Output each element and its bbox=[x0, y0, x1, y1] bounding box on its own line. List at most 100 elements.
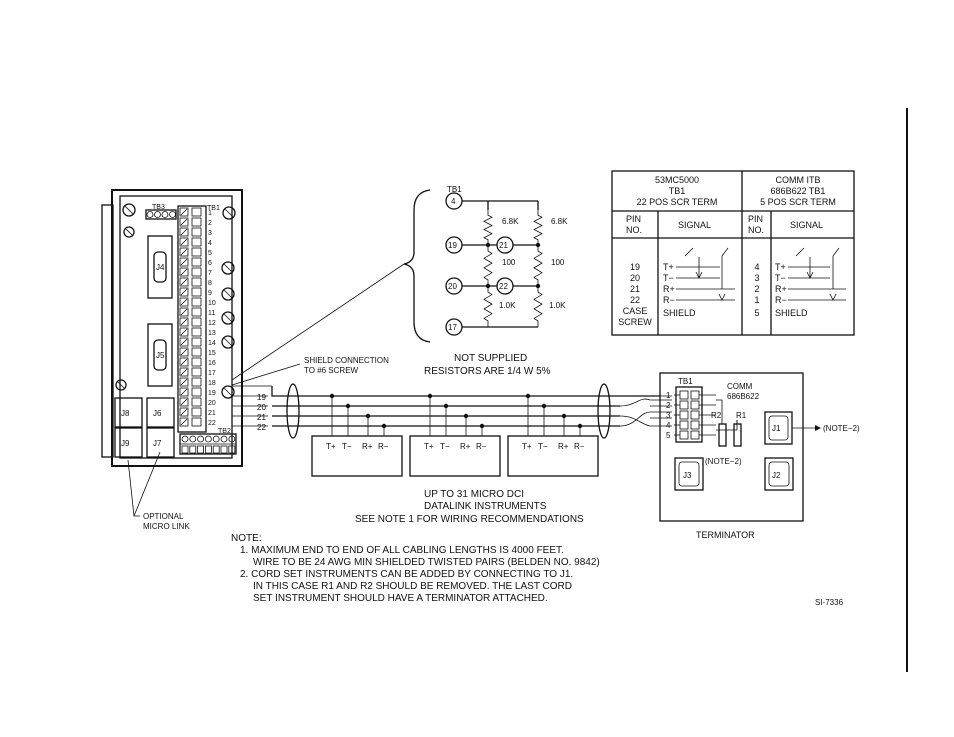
resistor bbox=[483, 286, 493, 327]
terminal-slot bbox=[191, 417, 202, 427]
terminal-slot bbox=[191, 257, 202, 267]
note-line: WIRE TO BE 24 AWG MIN SHIELDED TWISTED P… bbox=[253, 557, 600, 568]
terminal-screw bbox=[179, 217, 189, 227]
table-cell: CASE bbox=[623, 306, 648, 316]
instrument-terminal-label: T− bbox=[538, 442, 548, 451]
j6-label: J6 bbox=[153, 409, 162, 418]
corner-screw bbox=[222, 206, 236, 220]
note-line: SET INSTRUMENT SHOULD HAVE A TERMINATOR … bbox=[253, 593, 548, 604]
table-cell: SHIELD bbox=[775, 308, 808, 318]
table-cell: SCREW bbox=[618, 317, 652, 327]
pin-no-header: NO. bbox=[748, 225, 764, 235]
instrument-terminal-label: T+ bbox=[522, 442, 532, 451]
terminator-tb1-label: TB1 bbox=[678, 377, 693, 386]
terminal-screw bbox=[179, 297, 189, 307]
tb2-screw bbox=[197, 435, 205, 443]
table-cell: 2 bbox=[754, 284, 759, 294]
instrument-terminal-label: R− bbox=[378, 442, 389, 451]
terminal-slot bbox=[191, 347, 202, 357]
pin-no-header: NO. bbox=[626, 225, 642, 235]
terminal-number: 9 bbox=[208, 290, 212, 297]
tb2-screw bbox=[228, 435, 236, 443]
tb1-terminal-strip bbox=[177, 205, 207, 433]
terminal-slot bbox=[191, 337, 202, 347]
side-screw bbox=[221, 335, 235, 349]
terminal-slot bbox=[191, 237, 202, 247]
terminator-caption: TERMINATOR bbox=[696, 530, 755, 540]
terminal-screw bbox=[179, 277, 189, 287]
terminator-terminal-number: 5 bbox=[666, 431, 671, 440]
terminal-slot bbox=[191, 397, 202, 407]
resistor-value: 6.8K bbox=[502, 217, 519, 226]
bus-line-label: 21 bbox=[257, 413, 266, 422]
terminal-number: 12 bbox=[208, 320, 216, 327]
terminator-terminal-number: 2 bbox=[666, 401, 671, 410]
instruments-caption-line3: SEE NOTE 1 FOR WIRING RECOMMENDATIONS bbox=[355, 514, 584, 525]
terminal-screw bbox=[179, 327, 189, 337]
pin-no-header: PIN bbox=[626, 214, 641, 224]
resistor-network: TB1 4 19 21 20 22 17 6.8K 6.8K 100 100 1… bbox=[445, 185, 568, 336]
signal-switch-symbol bbox=[788, 247, 846, 301]
table-cell: SHIELD bbox=[663, 308, 696, 318]
resistor bbox=[533, 245, 543, 286]
terminal-screw bbox=[179, 247, 189, 257]
terminal-screw bbox=[179, 367, 189, 377]
tb3-block bbox=[145, 209, 177, 220]
tb2-screw bbox=[181, 435, 189, 443]
notes-heading: NOTE: bbox=[231, 533, 262, 544]
bus-line-label: 22 bbox=[257, 423, 266, 432]
resistor-r1 bbox=[733, 423, 742, 447]
tb2-label: TB2 bbox=[218, 428, 231, 435]
datalink-instrument bbox=[311, 435, 403, 477]
terminal-slot bbox=[191, 277, 202, 287]
terminal-number: 1 bbox=[208, 210, 212, 217]
terminal-number: 5 bbox=[208, 250, 212, 257]
j4-connector bbox=[147, 235, 173, 299]
terminal-number: 15 bbox=[208, 350, 216, 357]
table-cell: R− bbox=[663, 295, 675, 305]
wiring-table: 53MC5000 TB1 22 POS SCR TERM COMM ITB 68… bbox=[611, 170, 855, 336]
table-cell: 21 bbox=[630, 284, 640, 294]
mounting-screw bbox=[123, 226, 135, 238]
side-screw bbox=[221, 311, 235, 325]
terminal-number: 6 bbox=[208, 260, 212, 267]
note-line: IN THIS CASE R1 AND R2 SHOULD BE REMOVED… bbox=[253, 581, 572, 592]
resistor bbox=[483, 210, 493, 245]
cable-shield bbox=[286, 383, 300, 439]
terminal-number: 19 bbox=[208, 390, 216, 397]
table-cell: T− bbox=[775, 273, 786, 283]
j6-jack bbox=[146, 397, 175, 428]
terminal-number: 4 bbox=[208, 240, 212, 247]
tb3-screw bbox=[146, 211, 154, 218]
table-cell: 4 bbox=[754, 262, 759, 272]
note-line: 2. CORD SET INSTRUMENTS CAN BE ADDED BY … bbox=[240, 569, 573, 580]
j7-label: J7 bbox=[153, 439, 162, 448]
signal-header: SIGNAL bbox=[678, 220, 711, 230]
terminal-slot bbox=[191, 327, 202, 337]
terminal-screw bbox=[679, 430, 689, 440]
table-cell: 1 bbox=[754, 295, 759, 305]
j5-connector bbox=[147, 323, 173, 387]
datalink-instrument bbox=[507, 435, 599, 477]
table-cell: T− bbox=[663, 273, 674, 283]
terminal-screw bbox=[679, 420, 689, 430]
not-supplied-caption: NOT SUPPLIED bbox=[454, 353, 527, 364]
resistor-r2 bbox=[718, 423, 727, 447]
terminal-number: 2 bbox=[208, 220, 212, 227]
note-line: 1. MAXIMUM END TO END OF ALL CABLING LEN… bbox=[240, 545, 564, 556]
terminal-screw bbox=[679, 390, 689, 400]
instrument-terminal-label: R− bbox=[476, 442, 487, 451]
terminal-slot bbox=[191, 287, 202, 297]
instrument-terminal-label: T+ bbox=[326, 442, 336, 451]
terminal-number: 16 bbox=[208, 360, 216, 367]
terminal-number: 21 bbox=[208, 410, 216, 417]
terminator-terminal-number: 4 bbox=[666, 421, 671, 430]
terminator-comm-line1: COMM bbox=[727, 382, 753, 391]
r1-label: R1 bbox=[736, 411, 747, 420]
terminal-screw bbox=[179, 227, 189, 237]
right-header-line3: 5 POS SCR TERM bbox=[760, 197, 836, 207]
terminal-slot bbox=[191, 407, 202, 417]
terminal-screw bbox=[179, 317, 189, 327]
network-brace bbox=[403, 189, 431, 343]
